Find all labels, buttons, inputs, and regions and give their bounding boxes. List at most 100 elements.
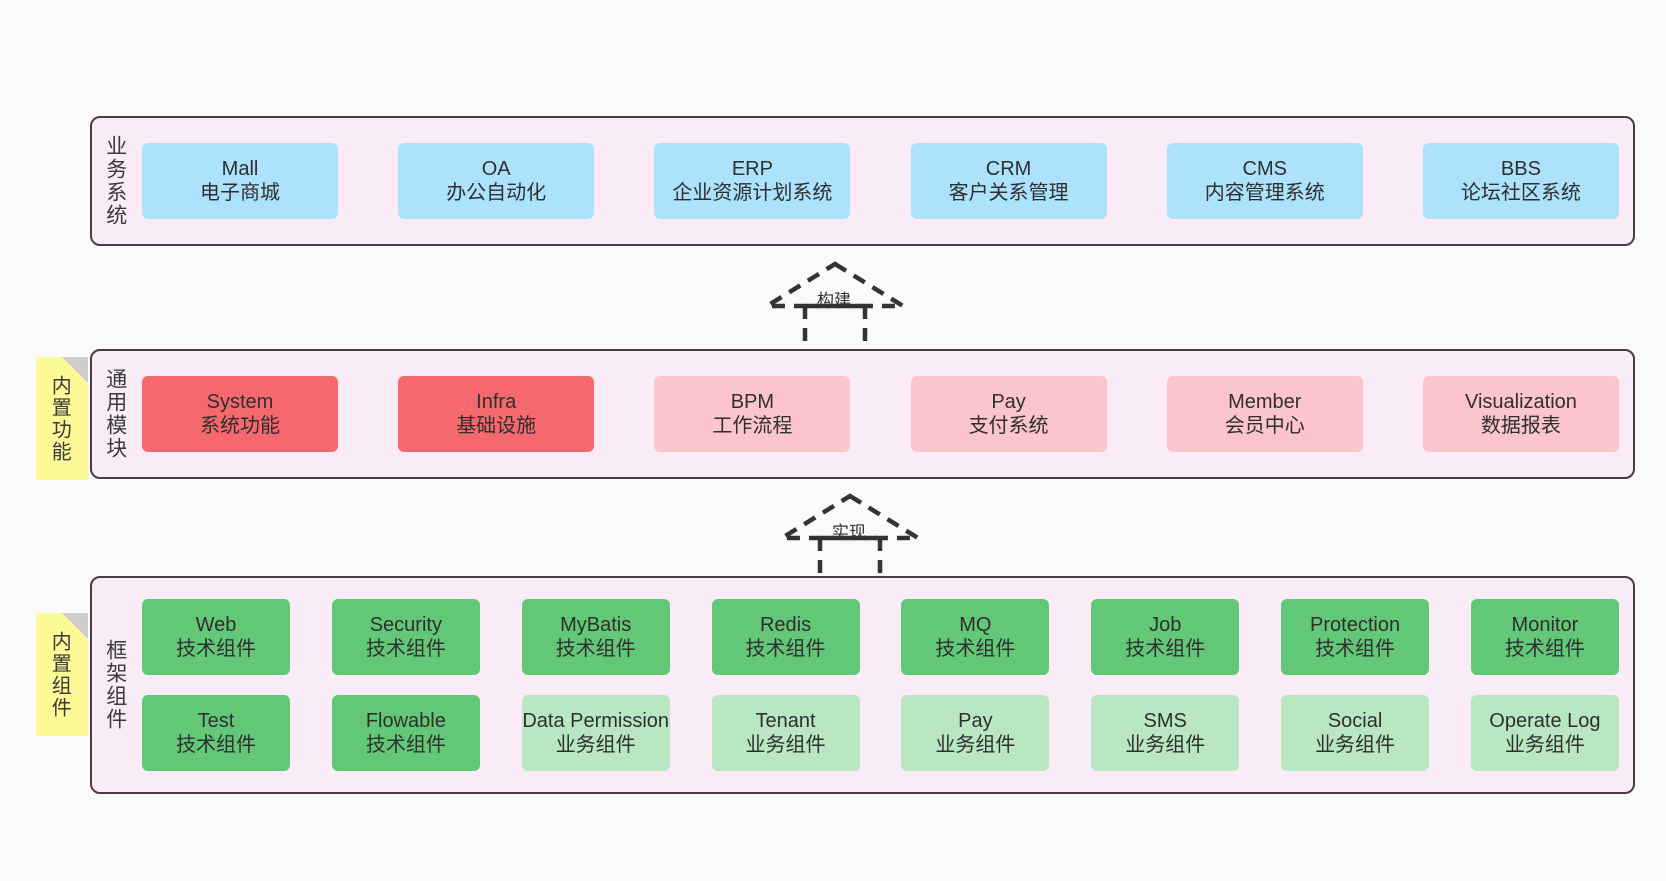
node-title: Security [369, 613, 442, 636]
layer-body-framework-component: Web 技术组件 Security 技术组件 MyBatis 技术组件 Redi… [138, 578, 1633, 792]
layer-business-system: 业务系统 Mall 电子商城 OA 办公自动化 ERP 企业资源计划系统 CRM… [90, 116, 1635, 246]
node-subtitle: 技术组件 [1125, 638, 1206, 660]
node-title: CMS [1242, 157, 1287, 180]
node-subtitle: 技术组件 [935, 638, 1016, 660]
layer-title-common-module: 通用模块 [103, 368, 127, 460]
node-subtitle: 电子商城 [200, 182, 280, 204]
note-label: 内置组件 [48, 630, 71, 719]
node-subtitle: 办公自动化 [446, 182, 547, 204]
connector-label-implement: 实现 [832, 523, 866, 542]
node-bpm[interactable]: BPM 工作流程 [654, 376, 851, 452]
node-subtitle: 支付系统 [968, 415, 1049, 437]
node-flowable[interactable]: Flowable 技术组件 [331, 695, 480, 771]
node-title: Flowable [365, 709, 446, 732]
node-subtitle: 业务组件 [935, 734, 1016, 756]
note-label: 内置功能 [48, 374, 71, 463]
node-title: Protection [1310, 613, 1401, 636]
node-data-permission[interactable]: Data Permission 业务组件 [521, 695, 670, 771]
node-web[interactable]: Web 技术组件 [142, 599, 290, 675]
arrow-stem [802, 306, 868, 348]
connector-implement: 实现 [770, 490, 930, 578]
node-title: Pay [991, 390, 1026, 413]
node-tenant[interactable]: Tenant 业务组件 [711, 695, 860, 771]
note-builtin-function: 内置功能 [36, 357, 88, 480]
node-member[interactable]: Member 会员中心 [1166, 376, 1363, 452]
node-job[interactable]: Job 技术组件 [1091, 599, 1240, 675]
node-mq[interactable]: MQ 技术组件 [901, 599, 1050, 675]
node-mybatis[interactable]: MyBatis 技术组件 [521, 599, 670, 675]
node-title: Data Permission [522, 709, 670, 732]
node-social[interactable]: Social 业务组件 [1281, 695, 1430, 771]
node-subtitle: 技术组件 [176, 638, 256, 660]
node-title: Operate Log [1489, 709, 1601, 732]
node-infra[interactable]: Infra 基础设施 [398, 376, 595, 452]
node-subtitle: 技术组件 [555, 638, 636, 660]
folded-corner-icon [62, 357, 88, 383]
node-subtitle: 技术组件 [745, 638, 826, 660]
connector-label-build: 构建 [817, 291, 851, 310]
layer-framework-component: 框架组件 Web 技术组件 Security 技术组件 MyBatis 技术组件… [90, 576, 1635, 794]
node-title: Job [1149, 613, 1182, 636]
node-subtitle: 技术组件 [1504, 638, 1585, 660]
node-row: Test 技术组件 Flowable 技术组件 Data Permission … [142, 695, 1619, 771]
arrow-stem [817, 538, 883, 578]
node-crm[interactable]: CRM 客户关系管理 [910, 143, 1107, 219]
node-mall[interactable]: Mall 电子商城 [142, 143, 338, 219]
layer-common-module: 通用模块 System 系统功能 Infra 基础设施 BPM 工作流程 Pay… [90, 349, 1635, 479]
node-title: CRM [985, 157, 1032, 180]
node-subtitle: 业务组件 [1315, 734, 1396, 756]
node-title: Visualization [1464, 390, 1577, 413]
layer-body-business-system: Mall 电子商城 OA 办公自动化 ERP 企业资源计划系统 CRM 客户关系… [138, 118, 1633, 244]
node-erp[interactable]: ERP 企业资源计划系统 [654, 143, 851, 219]
node-subtitle: 业务组件 [1504, 734, 1585, 756]
node-subtitle: 业务组件 [745, 734, 826, 756]
node-title: BPM [730, 390, 775, 413]
node-security[interactable]: Security 技术组件 [331, 599, 480, 675]
node-title: SMS [1143, 709, 1187, 732]
node-title: Test [197, 709, 235, 732]
node-subtitle: 技术组件 [1315, 638, 1396, 660]
node-subtitle: 技术组件 [365, 734, 446, 756]
node-subtitle: 系统功能 [200, 415, 280, 437]
node-subtitle: 业务组件 [555, 734, 636, 756]
node-system[interactable]: System 系统功能 [142, 376, 338, 452]
folded-corner-icon [62, 613, 88, 639]
node-title: OA [481, 157, 511, 180]
node-subtitle: 论坛社区系统 [1460, 182, 1581, 204]
node-cms[interactable]: CMS 内容管理系统 [1166, 143, 1363, 219]
node-operate-log[interactable]: Operate Log 业务组件 [1470, 695, 1619, 771]
note-builtin-component: 内置组件 [36, 613, 88, 736]
node-row: Web 技术组件 Security 技术组件 MyBatis 技术组件 Redi… [142, 599, 1619, 675]
node-bbs[interactable]: BBS 论坛社区系统 [1422, 143, 1619, 219]
node-subtitle: 工作流程 [712, 415, 793, 437]
node-visualization[interactable]: Visualization 数据报表 [1422, 376, 1619, 452]
node-title: Redis [759, 613, 812, 636]
layer-title-framework-component: 框架组件 [103, 639, 127, 731]
node-title: Infra [476, 390, 517, 413]
node-title: MQ [959, 613, 992, 636]
arrowhead-triangle [774, 493, 926, 541]
node-test[interactable]: Test 技术组件 [142, 695, 290, 771]
node-title: BBS [1500, 157, 1541, 180]
node-pay[interactable]: Pay 支付系统 [910, 376, 1107, 452]
node-title: Mall [221, 157, 259, 180]
node-protection[interactable]: Protection 技术组件 [1281, 599, 1430, 675]
node-oa[interactable]: OA 办公自动化 [398, 143, 595, 219]
node-sms[interactable]: SMS 业务组件 [1091, 695, 1240, 771]
node-subtitle: 内容管理系统 [1204, 182, 1325, 204]
node-subtitle: 技术组件 [176, 734, 256, 756]
node-title: Tenant [755, 709, 816, 732]
node-subtitle: 会员中心 [1224, 415, 1305, 437]
node-monitor[interactable]: Monitor 技术组件 [1470, 599, 1619, 675]
connector-build: 构建 [755, 258, 915, 348]
node-subtitle: 客户关系管理 [948, 182, 1069, 204]
node-redis[interactable]: Redis 技术组件 [711, 599, 860, 675]
node-title: Social [1327, 709, 1383, 732]
node-subtitle: 基础设施 [456, 415, 537, 437]
layer-title-business-system: 业务系统 [103, 135, 127, 227]
node-title: System [206, 390, 274, 413]
node-pay-business[interactable]: Pay 业务组件 [901, 695, 1050, 771]
arrowhead-triangle [759, 261, 911, 309]
node-subtitle: 数据报表 [1480, 415, 1561, 437]
